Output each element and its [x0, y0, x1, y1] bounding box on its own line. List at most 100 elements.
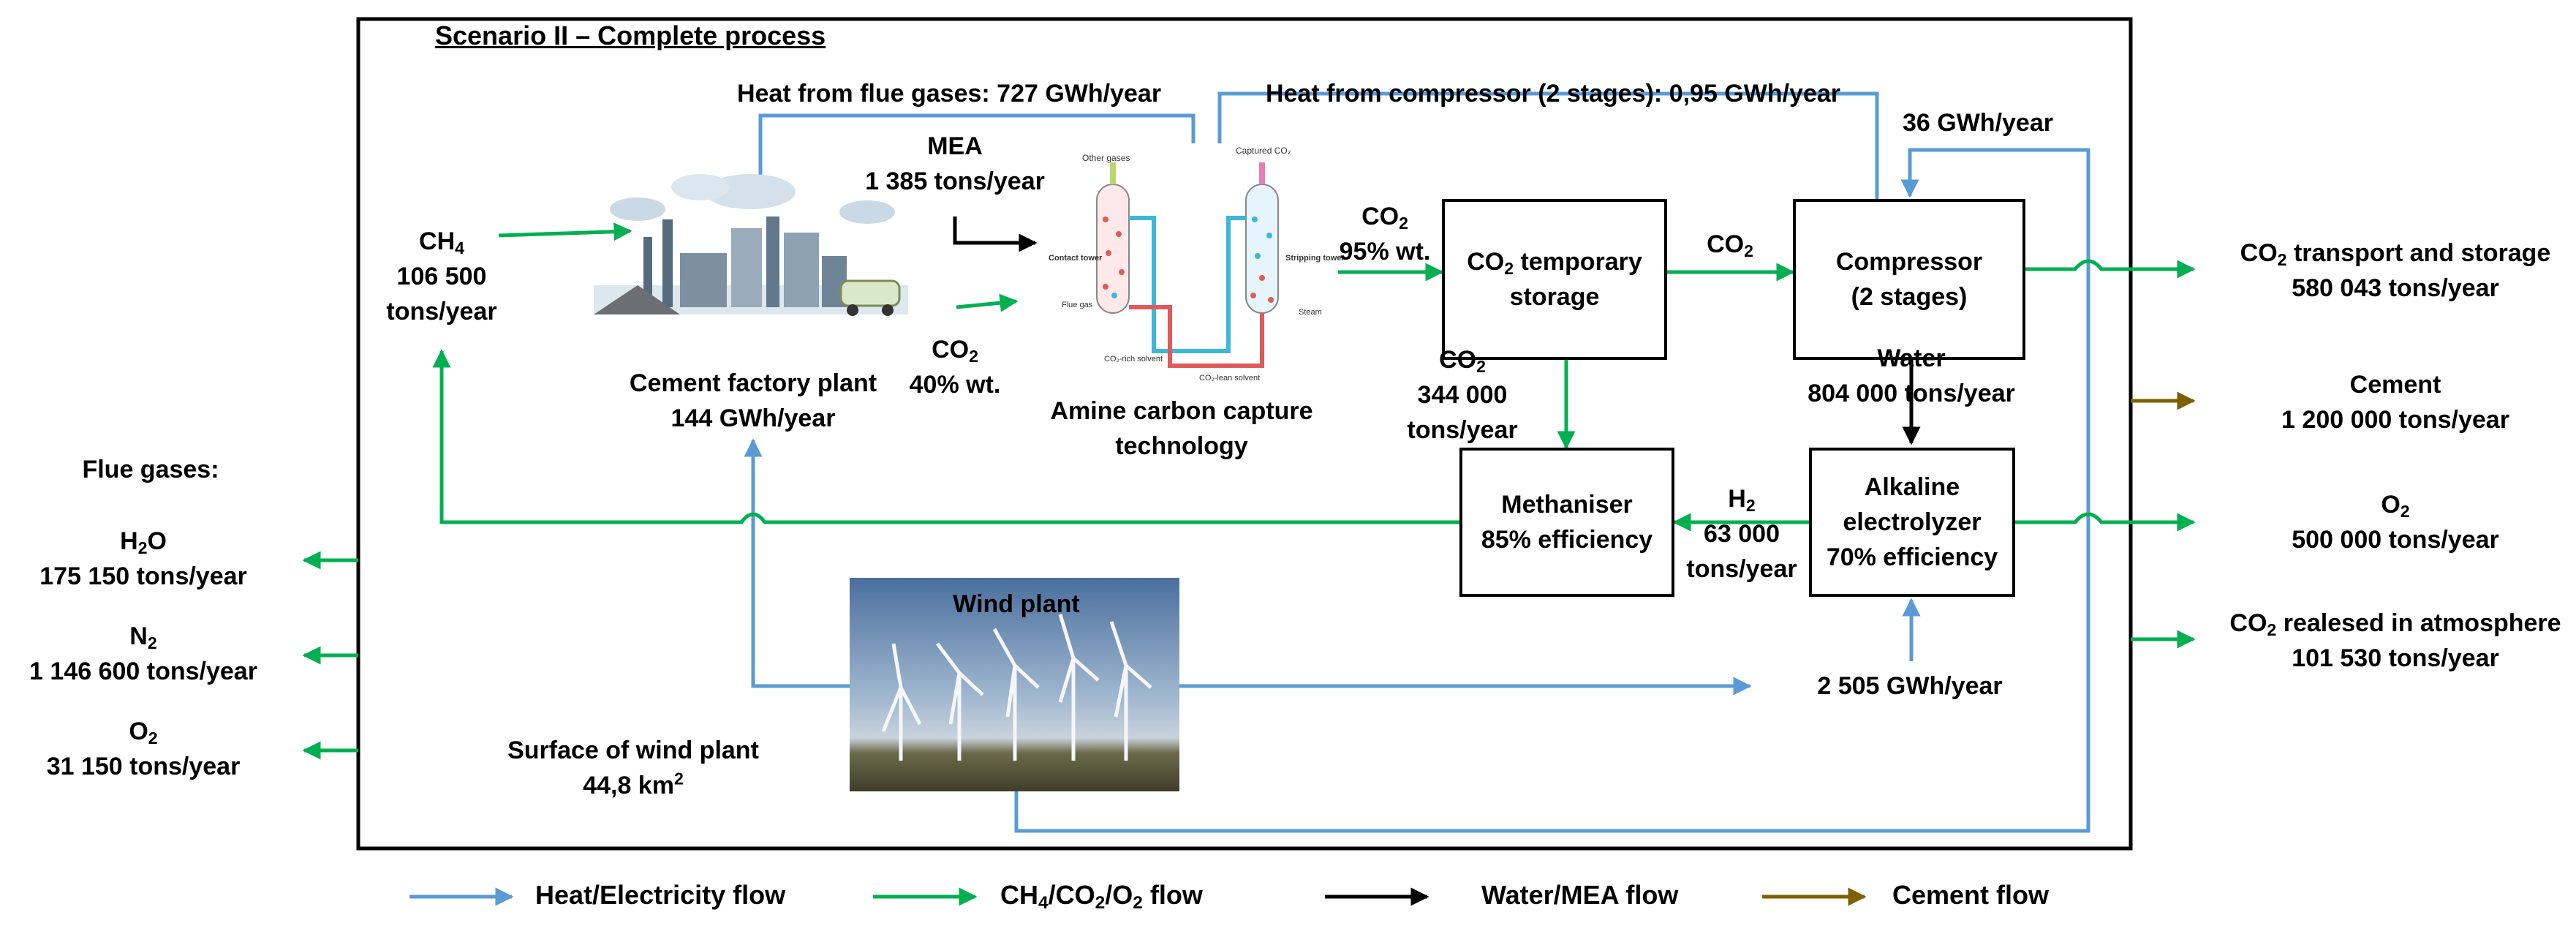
o2-output: O2 500 000 tons/year [2292, 487, 2499, 557]
wind-surface-name: Surface of wind plant [507, 737, 759, 764]
co2-output-name: CO2 [1361, 203, 1408, 233]
flow-ch4-recycle [432, 349, 1459, 524]
wind-surface-value: 44,8 km2 [583, 769, 684, 799]
alkaline-electrolyzer-box: Alkaline electrolyzer 70% efficiency [1809, 448, 2015, 597]
legend-cement-label: Cement flow [1892, 880, 2050, 910]
cement-output-name: Cement [2349, 371, 2441, 399]
flow-electricity-cement [744, 438, 850, 688]
electrolyzer-box-line2: electrolyzer [1843, 508, 1982, 536]
amine-name-line2: technology [1115, 432, 1248, 460]
cement-output-value: 1 200 000 tons/year [2281, 406, 2509, 434]
flow-ch4-input [498, 222, 632, 241]
heat-compressor-label: Heat from compressor (2 stages): 0,95 GW… [1265, 80, 1841, 108]
legend-water-label: Water/MEA flow [1481, 880, 1679, 910]
cement-plant-label: Cement factory plant 144 GWh/year [630, 366, 877, 436]
ch4-value2: tons/year [386, 298, 497, 325]
cement-output: Cement 1 200 000 tons/year [2281, 367, 2509, 437]
amine-label-stripping-tower: Stripping tower [1285, 254, 1345, 263]
co2-output-label: CO2 95% wt. [1340, 199, 1431, 269]
wind-energy-label: 2 505 GWh/year [1817, 672, 2003, 700]
amine-label-captured-co2: Captured CO₂ [1236, 146, 1291, 156]
co2-methaniser-label: CO2 344 000 tons/year [1407, 342, 1517, 448]
amine-label-contact-tower: Contact tower [1049, 254, 1103, 263]
h2-value2: tons/year [1686, 555, 1797, 583]
co2-input-value: 40% wt. [909, 371, 1001, 399]
co2-released-value: 101 530 tons/year [2292, 644, 2499, 672]
flue-h2o-output: H2O 175 150 tons/year [39, 524, 247, 594]
amine-capture-illustration: Other gases Captured CO₂ Contact tower S… [1044, 143, 1345, 385]
methaniser-box-line1: Methaniser [1501, 491, 1633, 519]
ch4-name: CH4 [419, 227, 464, 257]
storage-box-line2: storage [1509, 283, 1600, 311]
co2-methaniser-value2: tons/year [1407, 416, 1518, 444]
mea-name: MEA [927, 132, 983, 160]
amine-label-flue-gas: Flue gas [1062, 301, 1093, 309]
compressor-box: Compressor (2 stages) [1793, 199, 2025, 360]
co2-methaniser-name: CO2 [1439, 346, 1486, 376]
water-name: Water [1877, 344, 1946, 372]
flue-n2-output: N2 1 146 600 tons/year [29, 619, 257, 689]
co2-compressor-label: CO2 [1707, 230, 1753, 260]
co2-released-output: CO2 realesed in atmosphere 101 530 tons/… [2229, 606, 2561, 676]
scenario-title: Scenario II – Complete process [435, 20, 826, 50]
flue-o2-name: O2 [129, 718, 158, 747]
flue-h2o-value: 175 150 tons/year [39, 562, 247, 590]
flow-heat-flue-gases [758, 113, 1203, 176]
co2-input-name: CO2 [932, 336, 978, 366]
flue-n2-name: N2 [129, 622, 157, 652]
legend-heat-label: Heat/Electricity flow [535, 880, 786, 910]
mea-value: 1 385 tons/year [865, 167, 1045, 195]
o2-output-value: 500 000 tons/year [2292, 526, 2499, 554]
flue-n2-value: 1 146 600 tons/year [29, 658, 257, 685]
storage-box-line1: CO2 temporary [1467, 248, 1642, 278]
methaniser-box-line2: 85% efficiency [1481, 526, 1653, 554]
co2-methaniser-value1: 344 000 [1417, 381, 1508, 409]
o2-output-name: O2 [2381, 491, 2410, 521]
co2-input-label: CO2 40% wt. [910, 332, 1001, 402]
methaniser-box: Methaniser 85% efficiency [1459, 448, 1674, 597]
flue-gases-heading: Flue gases: [82, 456, 219, 483]
cement-plant-energy: 144 GWh/year [671, 404, 836, 432]
h2-name: H2 [1728, 485, 1756, 515]
amine-label: Amine carbon capture technology [1051, 393, 1313, 464]
wind-plant-photo [850, 578, 1179, 791]
co2-temporary-storage-box: CO2 temporary storage [1442, 199, 1667, 360]
ch4-value1: 106 500 [396, 263, 487, 290]
flue-h2o-name: H2O [120, 527, 167, 557]
h2-label: H2 63 000 tons/year [1686, 481, 1797, 587]
amine-label-steam: Steam [1299, 308, 1322, 317]
co2-transport-output: CO2 transport and storage 580 043 tons/y… [2240, 236, 2551, 306]
amine-name-line1: Amine carbon capture [1050, 397, 1313, 425]
water-label: Water 804 000 tons/year [1808, 341, 2015, 411]
compressor-box-line1: Compressor [1835, 248, 1983, 276]
flow-co2-to-amine [956, 293, 1019, 312]
flow-co2-transport [2025, 259, 2196, 279]
h2-value1: 63 000 [1704, 520, 1780, 548]
amine-label-rich-solvent: CO₂-rich solvent [1104, 355, 1163, 364]
water-value: 804 000 tons/year [1808, 380, 2015, 407]
heat-flue-label: Heat from flue gases: 727 GWh/year [736, 80, 1162, 108]
amine-label-lean-solvent: CO₂-lean solvent [1199, 374, 1260, 383]
compressor-box-line2: (2 stages) [1851, 283, 1968, 311]
cement-plant-name: Cement factory plant [629, 369, 877, 397]
co2-transport-value: 580 043 tons/year [2292, 274, 2499, 302]
ch4-input-label: CH4 106 500 tons/year [386, 224, 496, 329]
flue-o2-output: O2 31 150 tons/year [47, 714, 241, 784]
co2-output-value: 95% wt. [1339, 238, 1431, 265]
flow-o2-output [2015, 512, 2196, 532]
flow-mea-input [953, 216, 1038, 252]
electrolyzer-box-line3: 70% efficiency [1826, 543, 1998, 571]
wind-plant-label: Wind plant [953, 590, 1080, 618]
electrolyzer-box-line1: Alkaline [1864, 473, 1960, 501]
scenario-frame [356, 17, 2133, 851]
wind-surface-label: Surface of wind plant 44,8 km2 [507, 733, 759, 803]
co2-transport-name: CO2 transport and storage [2240, 239, 2551, 269]
co2-released-name: CO2 realesed in atmosphere [2229, 609, 2561, 639]
compressor-heat-label: 36 GWh/year [1903, 109, 2053, 137]
flue-o2-value: 31 150 tons/year [46, 753, 241, 780]
flow-electricity-compressor [1014, 148, 2090, 833]
flow-heat-compressor [1210, 91, 1879, 199]
mea-label: MEA 1 385 tons/year [865, 129, 1045, 199]
legend-gas-label: CH4/CO2/O2 flow [1000, 880, 1203, 914]
